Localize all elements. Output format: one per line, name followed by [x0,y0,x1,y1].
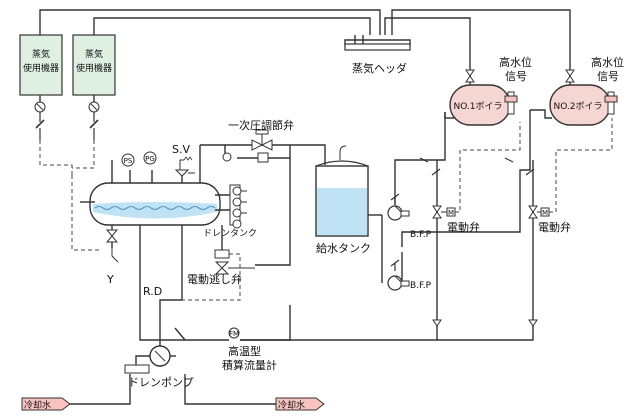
equipment-1-label-b: 使用機器 [23,62,59,74]
motor-valve-1: M [432,122,521,219]
motor-mark-2: M [542,209,548,217]
steam-header-label: 蒸気ヘッダ [352,61,407,75]
drain-pump [124,345,176,374]
cooling-water-out-label: 冷却水 [278,399,305,411]
cooling-water-out: 冷却水 [275,397,325,411]
bfp-pump-1 [387,205,410,221]
primary-pressure-line [200,129,326,165]
boiler-feed-lines [436,109,552,330]
high-level-signal-2a: 高水位 [591,55,624,69]
steam-header [344,43,411,51]
primary-pressure-valve-label: 一次圧調節弁 [228,118,294,132]
boiler-1-label: NO.1ボイラ [453,101,502,112]
pg-label: PG [145,155,155,163]
bfp-2-label: B.F.P [410,281,432,291]
high-level-signal-2b: 信号 [597,70,619,83]
drain-return-lines [139,145,291,355]
feed-pump-lines [368,110,531,285]
pressure-switch: PS [121,153,135,167]
boiler-blow-lines [240,319,538,341]
steam-trap-1 [34,101,46,140]
high-level-signal-1b: 信号 [505,70,527,83]
equipment-box-1 [19,34,63,96]
motor-valve-2-label: 電動弁 [538,220,571,234]
flowmeter-label-a: 高温型 [228,344,261,358]
steam-equipment-1: 蒸気 使用機器 [19,34,63,96]
equipment-drain-lines [39,95,100,251]
feed-tank-label: 給水タンク [316,241,371,255]
safety-valve-label: S.V [172,143,190,156]
motor-valve-1-label: 電動弁 [447,220,480,234]
drain-tank-label: ドレンタンク [203,228,257,239]
equipment-1-label-a: 蒸気 [32,48,50,60]
high-level-signal-1a: 高水位 [499,55,532,69]
boiler-2: NO.2ボイラ [549,60,618,126]
drain-pump-label: ドレンポンプ [128,376,194,389]
flowmeter-mark: FM [229,330,239,338]
feed-water-tank [315,145,369,237]
flowmeter: FM [228,327,240,339]
safety-valve [174,156,195,177]
steam-lines [39,9,571,60]
strainer-label: Y [106,273,114,286]
equipment-2-label-a: 蒸気 [85,48,103,60]
boiler-2-label: NO.2ボイラ [553,101,602,112]
strainer-y [105,225,119,263]
boiler-steam-valves [465,69,575,83]
drain-tank [80,182,232,226]
steam-equipment-2: 蒸気 使用機器 [72,34,116,96]
cooling-water-in-label: 冷却水 [24,399,51,411]
pressure-gauge: PG [143,151,157,165]
bfp-1-label: B.F.P [410,230,432,240]
motor-mark-1: M [448,209,454,217]
equipment-box-2 [72,34,116,96]
motor-relief-valve [175,225,255,301]
bfp-pump-2 [387,275,410,291]
cooling-water-in: 冷却水 [21,397,71,411]
check-valves [390,157,535,271]
motor-valve-2: M [528,118,613,219]
flowmeter-label-b: 積算流量計 [222,358,277,372]
equipment-2-label-b: 使用機器 [76,62,112,74]
motor-relief-valve-label: 電動逃し弁 [187,272,242,286]
rd-label: R.D [143,285,162,298]
steam-trap-2 [88,101,100,140]
boiler-1: NO.1ボイラ [449,60,518,126]
level-gauge [229,184,247,229]
cooling-water-lines [70,374,276,405]
ps-label: PS [124,157,133,165]
